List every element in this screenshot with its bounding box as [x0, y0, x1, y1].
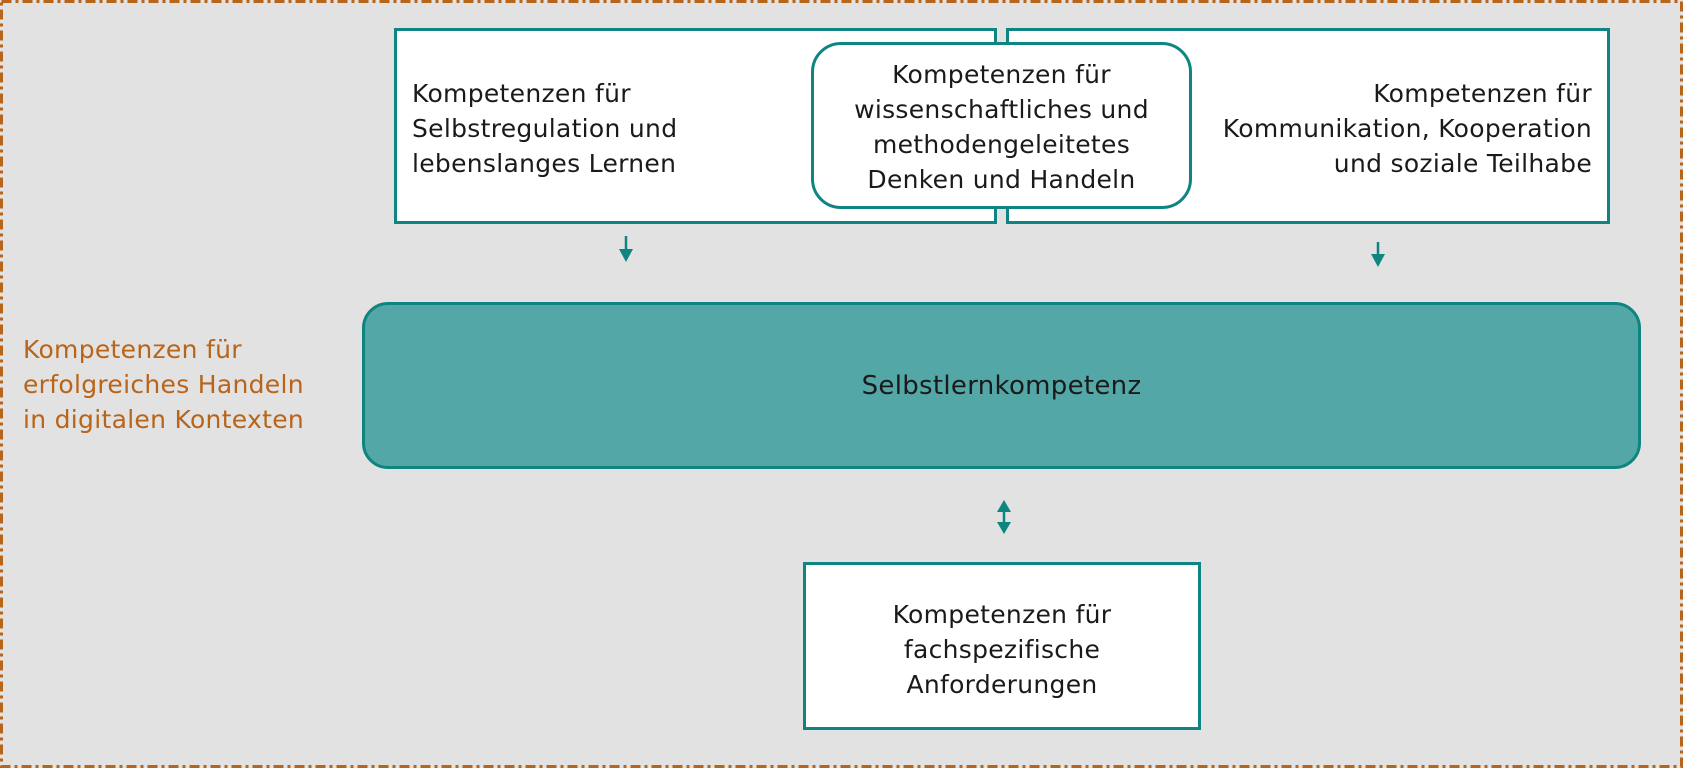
box-self-regulation-label: Kompetenzen für Selbstregulation und leb… [412, 79, 678, 178]
box-subject-specific: Kompetenzen für fachspezifische Anforder… [803, 562, 1201, 730]
box-self-learning-competence-label: Selbstlernkompetenz [861, 371, 1142, 401]
box-scientific-thinking-label: Kompetenzen für wissenschaftliches und m… [854, 60, 1149, 194]
box-communication-label: Kompetenzen für Kommunikation, Kooperati… [1222, 79, 1592, 178]
box-scientific-thinking: Kompetenzen für wissenschaftliches und m… [811, 42, 1192, 209]
box-self-learning-competence: Selbstlernkompetenz [362, 302, 1641, 469]
side-label-digital-contexts: Kompetenzen für erfolgreiches Handeln in… [23, 335, 305, 434]
box-subject-specific-label: Kompetenzen für fachspezifische Anforder… [892, 600, 1112, 699]
